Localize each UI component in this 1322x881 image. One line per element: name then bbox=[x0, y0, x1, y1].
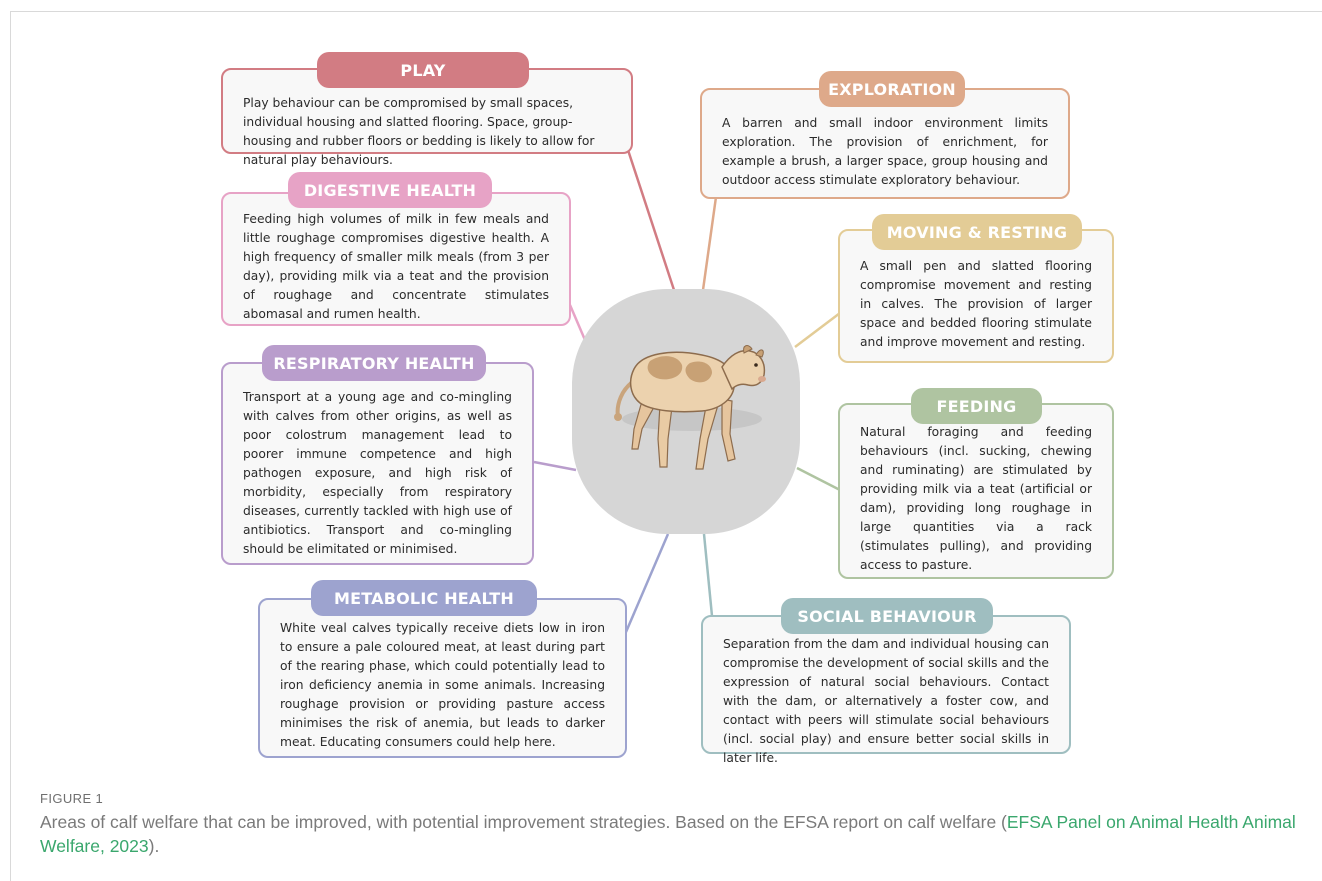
connector-play bbox=[626, 149, 676, 291]
feeding-title: FEEDING bbox=[911, 388, 1042, 424]
connector-social bbox=[702, 533, 714, 617]
moving-box: A small pen and slatted flooring comprom… bbox=[838, 229, 1114, 363]
connector-moving bbox=[794, 312, 841, 348]
digestive-title: DIGESTIVE HEALTH bbox=[288, 172, 492, 208]
social-box: Separation from the dam and individual h… bbox=[701, 615, 1071, 765]
moving-text: A small pen and slatted flooring comprom… bbox=[860, 259, 1092, 349]
connector-digestive bbox=[568, 304, 587, 341]
connector-respiratory bbox=[533, 460, 577, 472]
play-title: PLAY bbox=[317, 52, 529, 88]
connector-exploration bbox=[701, 196, 718, 291]
caption-reference-link[interactable]: EFSA Panel on Animal Health Animal Welfa… bbox=[40, 812, 1296, 856]
metabolic-text: White veal calves typically receive diet… bbox=[280, 621, 605, 749]
feeding-text: Natural foraging and feeding behaviours … bbox=[860, 425, 1092, 572]
caption-text: Areas of calf welfare that can be improv… bbox=[40, 812, 1007, 832]
connector-feeding bbox=[796, 466, 841, 492]
respiratory-text: Transport at a young age and co-mingling… bbox=[243, 390, 512, 556]
digestive-box: Feeding high volumes of milk in few meal… bbox=[221, 192, 571, 326]
calf-illustration-icon bbox=[614, 345, 766, 470]
metabolic-title: METABOLIC HEALTH bbox=[311, 580, 537, 616]
respiratory-box: Transport at a young age and co-mingling… bbox=[221, 362, 534, 565]
play-text: Play behaviour can be compromised by sma… bbox=[243, 96, 595, 167]
exploration-text: A barren and small indoor environment li… bbox=[722, 116, 1048, 187]
respiratory-title: RESPIRATORY HEALTH bbox=[262, 345, 486, 381]
moving-title: MOVING & RESTING bbox=[872, 214, 1082, 250]
figure-caption: Areas of calf welfare that can be improv… bbox=[40, 810, 1300, 858]
connector-metabolic bbox=[624, 533, 670, 633]
feeding-box: Natural foraging and feeding behaviours … bbox=[838, 403, 1114, 579]
exploration-title: EXPLORATION bbox=[819, 71, 965, 107]
center-circle bbox=[572, 289, 800, 534]
digestive-text: Feeding high volumes of milk in few meal… bbox=[243, 212, 549, 321]
social-text: Separation from the dam and individual h… bbox=[723, 637, 1049, 765]
caption-end: ). bbox=[148, 836, 160, 856]
social-title: SOCIAL BEHAVIOUR bbox=[781, 598, 993, 634]
figure-frame bbox=[10, 11, 1322, 881]
figure-label: FIGURE 1 bbox=[40, 791, 104, 806]
metabolic-box: White veal calves typically receive diet… bbox=[258, 598, 627, 758]
